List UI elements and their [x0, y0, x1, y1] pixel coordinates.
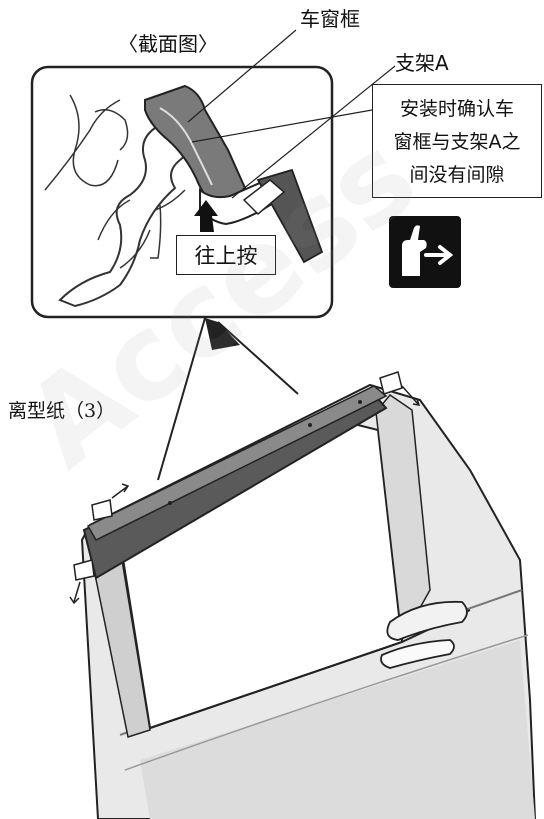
- pull-arrow-icon: [121, 483, 130, 493]
- release-tab: [91, 499, 113, 521]
- door-shade: [140, 640, 535, 819]
- clip: [242, 179, 286, 216]
- door-handle-recess: [386, 600, 468, 641]
- window-visor: [82, 385, 388, 580]
- callout-leader-left: [157, 317, 206, 481]
- note-line: 窗框与支架A之: [393, 131, 521, 153]
- icon-arrow: [424, 245, 454, 265]
- leader-note: [191, 109, 373, 143]
- body-panel-contour: [44, 94, 129, 191]
- icon-hand: [402, 225, 427, 276]
- release-paper-label: 离型纸（3）: [8, 400, 116, 422]
- inspection-note-box: 安装时确认车 窗框与支架A之 间没有间隙: [372, 84, 542, 198]
- callout-leader-right: [217, 321, 299, 395]
- callout-wedge-fill: [205, 318, 240, 350]
- press-up-label: 往上按: [176, 235, 276, 275]
- bracket-a-label: 支架A: [395, 51, 449, 75]
- seal-lip: [97, 189, 186, 269]
- note-line: 间没有间隙: [409, 164, 505, 186]
- press-up-arrow-icon: [194, 200, 218, 232]
- seal-lip: [150, 204, 162, 259]
- release-paper-tabs: [73, 371, 403, 581]
- release-tab: [73, 559, 95, 581]
- leader-bracket-a: [231, 65, 396, 199]
- pull-arrows: [69, 385, 421, 605]
- note-line: 安装时确认车: [399, 98, 514, 120]
- pull-arrow-icon: [69, 596, 80, 605]
- window-frame-label: 车窗框: [300, 7, 360, 31]
- icon-background: [389, 216, 461, 288]
- door-crease-2: [124, 634, 529, 771]
- pull-arrow-icon: [401, 385, 419, 405]
- c-pillar: [375, 393, 431, 643]
- leader-window-frame: [187, 29, 297, 123]
- pull-arrow-icon: [412, 398, 421, 406]
- release-tab: [379, 371, 403, 395]
- section-view-title: 〈截面图〉: [118, 32, 218, 56]
- pull-arrow-icon: [111, 485, 129, 499]
- pull-arrow-icon: [73, 581, 81, 603]
- section-view: [30, 65, 334, 319]
- callout-wedge: [157, 317, 299, 481]
- window-frame-inner: [159, 107, 213, 186]
- visor-rivet: [168, 501, 172, 505]
- label-leaders: [187, 29, 396, 199]
- door-handle: [380, 639, 455, 669]
- visor-rivet: [358, 400, 362, 404]
- hand-pull-arrow-icon: [389, 216, 461, 288]
- visor-rivet: [308, 423, 312, 427]
